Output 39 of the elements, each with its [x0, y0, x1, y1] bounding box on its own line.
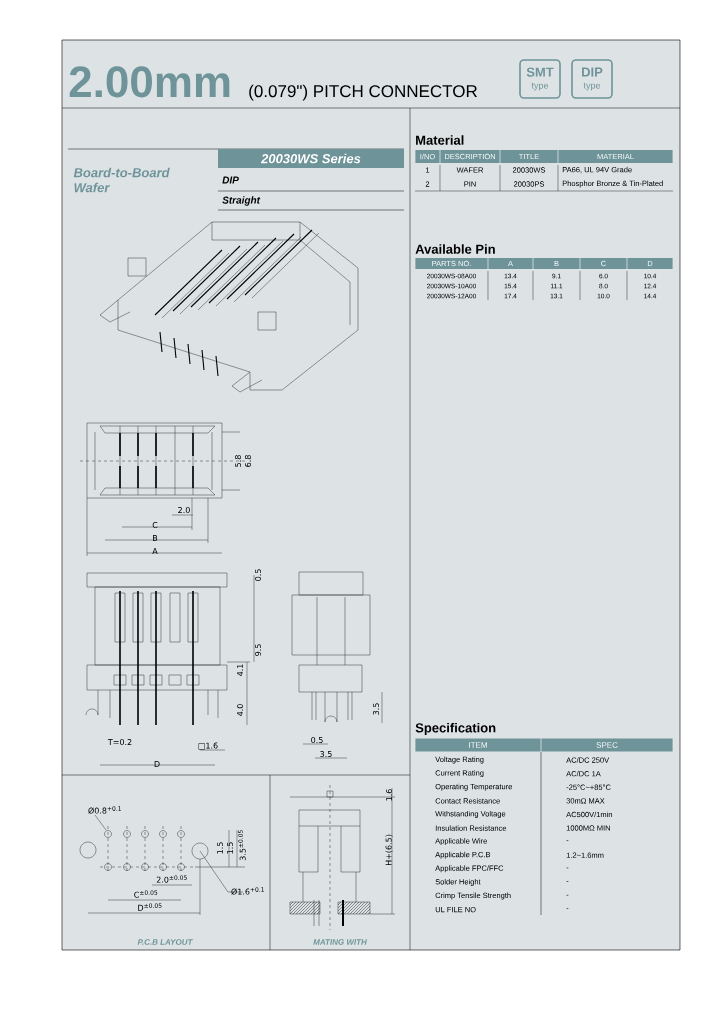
- dimension-label: H+(6.5): [385, 834, 393, 866]
- subtitle: (0.079") PITCH CONNECTOR: [249, 84, 477, 101]
- dimension-label: A: [152, 548, 158, 554]
- dimension-label: 4.1: [237, 664, 243, 676]
- type-badge: SMT type: [519, 59, 561, 99]
- dimension-label: 3.5: [320, 750, 332, 758]
- dimension-label: 3.5: [372, 703, 379, 715]
- dimension-label: 0.5: [254, 569, 261, 581]
- dimension-label: 1.5: [217, 842, 223, 854]
- type-label: Straight: [222, 196, 261, 206]
- dimension-label: Ø1.6$^{+0.1}$: [231, 887, 264, 895]
- dimension-label: 6.8: [244, 455, 251, 467]
- drawing-caption: P.C.B LAYOUT: [137, 939, 193, 945]
- type-badge: DIP type: [571, 59, 613, 99]
- dimension-label: B: [153, 535, 158, 541]
- type-label: DIP: [222, 176, 239, 184]
- title: 2.00mm: [69, 66, 230, 98]
- category-label: Board-to-Board Wafer: [73, 167, 170, 193]
- dimension-label: 1.5: [227, 842, 233, 854]
- dimension-label: C$^{±0.05}$: [134, 890, 158, 898]
- dimension-label: 2.0: [178, 506, 190, 514]
- section-heading: Specification: [415, 722, 496, 736]
- dimension-label: T=0.2: [107, 738, 132, 746]
- dimension-label: C: [152, 522, 158, 529]
- dimension-label: 1.6: [385, 789, 392, 801]
- dimension-label: 4.0: [236, 704, 243, 716]
- dimension-label: 5.8: [234, 455, 241, 467]
- dimension-label: □1.6: [198, 742, 218, 750]
- dimension-label: D$^{±0.05}$: [138, 903, 162, 911]
- dimension-label: D: [154, 761, 160, 767]
- dimension-label: 3.5$^{±0.05}$: [238, 830, 246, 861]
- dimension-label: 2.0$^{±0.05}$: [156, 875, 187, 883]
- dimension-label: 0.5: [311, 736, 323, 744]
- section-heading: Available Pin: [415, 244, 495, 254]
- drawing-caption: MATING WITH: [313, 939, 367, 945]
- dimension-label: 9.5: [254, 644, 261, 656]
- series-banner: 20030WS Series: [218, 149, 404, 168]
- dimension-label: Ø0.8$^{+0.1}$: [88, 806, 121, 814]
- section-heading: Material: [416, 135, 464, 145]
